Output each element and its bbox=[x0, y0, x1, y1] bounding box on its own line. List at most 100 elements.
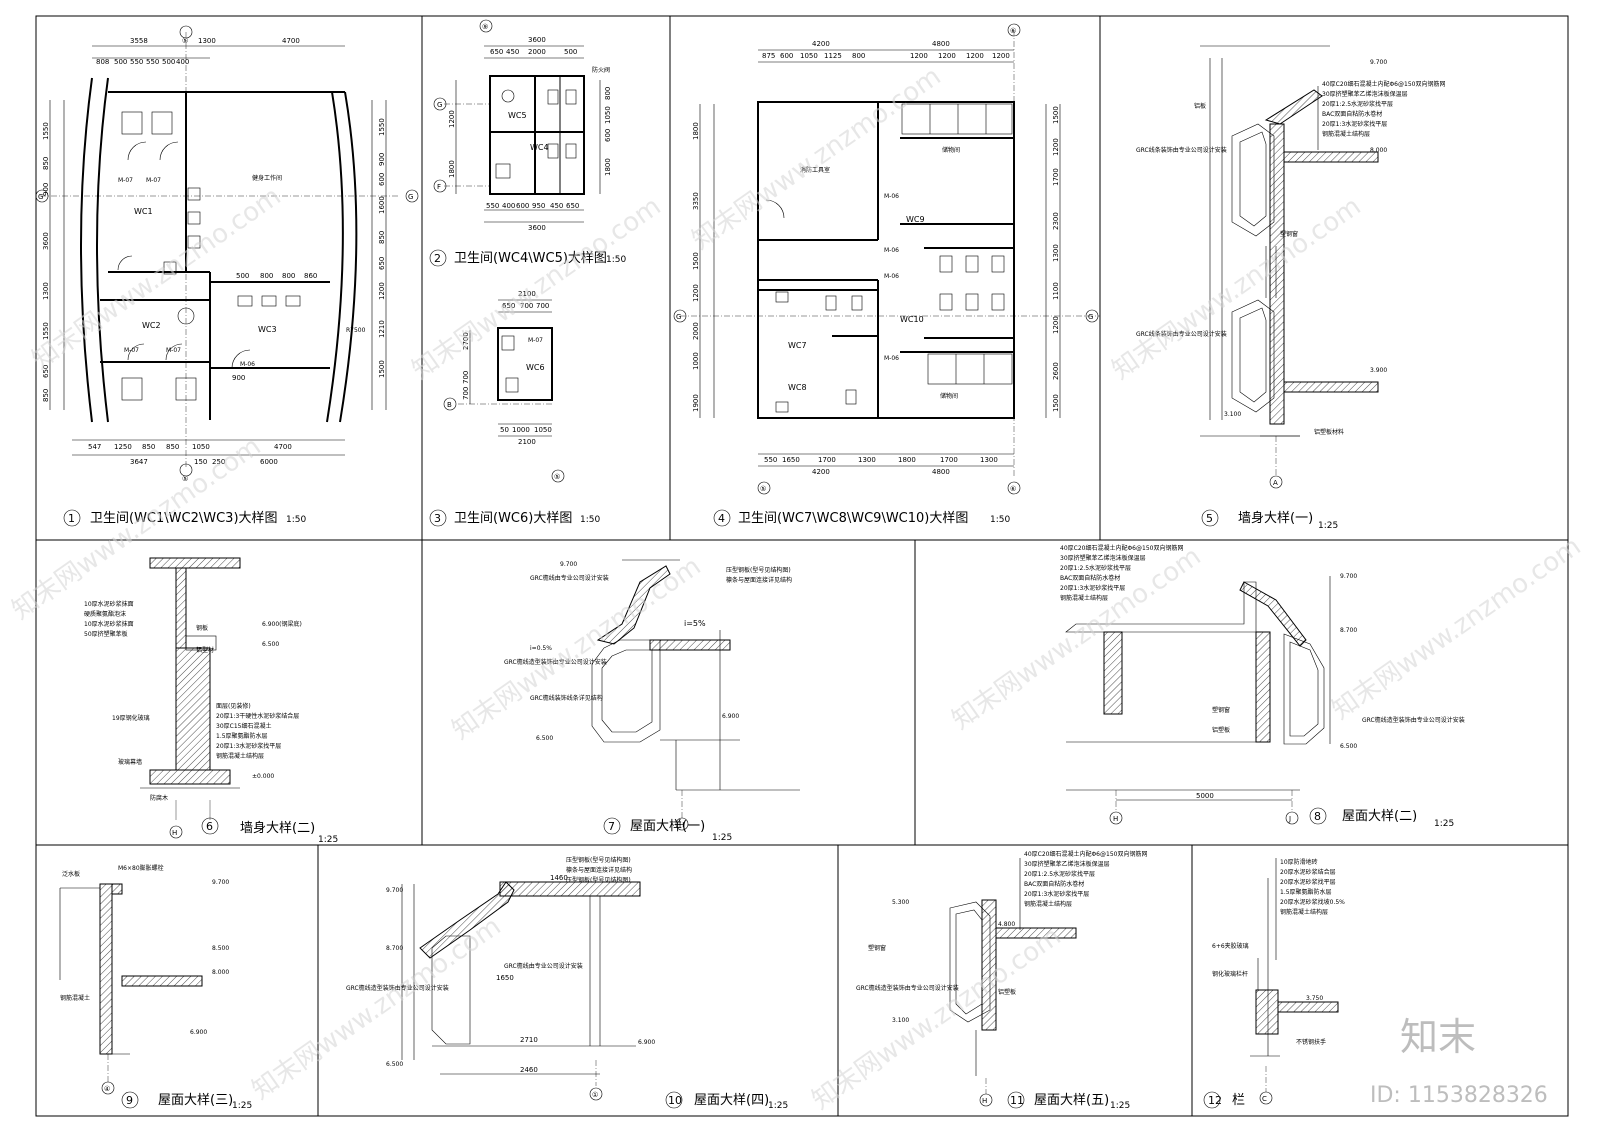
dim-bottom2: 150 bbox=[194, 458, 207, 466]
dim-bottom2: 3600 bbox=[528, 224, 546, 232]
level: 8.500 bbox=[212, 945, 229, 952]
layer-note: 50厚挤塑聚苯板 bbox=[84, 630, 128, 638]
callout: 塑钢窗 bbox=[1280, 230, 1298, 238]
drawing-5-wall-section-1 bbox=[1200, 45, 1379, 527]
axis-g: G bbox=[437, 101, 442, 109]
dim-left: 1300 bbox=[42, 282, 50, 300]
dim-inner: 800 bbox=[260, 272, 273, 280]
door-label: M-07 bbox=[528, 337, 543, 344]
callout: 铝塑板 bbox=[998, 988, 1016, 996]
dim-top2: 500 bbox=[114, 58, 127, 66]
drawing-3-title: 卫生间(WC6)大样图 bbox=[454, 511, 572, 526]
callout: GRC檐线造型装饰由专业公司设计安装 bbox=[856, 984, 959, 992]
axis-1: ① bbox=[592, 1091, 598, 1099]
panel-dividers bbox=[36, 16, 1568, 1116]
callout: 压型钢板(型号见结构图) bbox=[726, 566, 791, 574]
door-label: M-06 bbox=[884, 273, 899, 280]
dim-right: 1050 bbox=[604, 106, 612, 124]
dim: 1460 bbox=[550, 874, 568, 882]
dim-left: 900 bbox=[42, 183, 50, 196]
layer-note: 30厚挤塑聚苯乙烯泡沫板保温层 bbox=[1024, 860, 1110, 868]
drawing-11-labels: 屋面大样(五) 1:25 11 5.300 4.800 3.100 H 40厚C… bbox=[856, 850, 1147, 1111]
axis-5: ⑤ bbox=[554, 473, 560, 481]
drawing-4-scale: 1:50 bbox=[990, 515, 1010, 525]
dim-left: 1800 bbox=[692, 122, 700, 140]
layer-note: 30厚C15细石混凝土 bbox=[216, 722, 271, 730]
callout: 防腐木 bbox=[150, 794, 168, 802]
dim-right: 600 bbox=[378, 173, 386, 186]
room-wc3: WC3 bbox=[258, 325, 277, 334]
drawing-2-scale: 1:50 bbox=[606, 255, 626, 265]
dim-bottom2: 6000 bbox=[260, 458, 278, 466]
level: 3.900 bbox=[1370, 367, 1387, 374]
drawing-10-roof-section-4 bbox=[401, 881, 683, 1109]
callout: 不锈钢扶手 bbox=[1296, 1038, 1326, 1046]
door-label: M-07 bbox=[166, 347, 181, 354]
layer-note: 钢筋混凝土结构层 bbox=[1024, 900, 1072, 908]
watermark-text: 知末网www.znzmo.com bbox=[687, 61, 947, 255]
drawing-12-title: 栏 bbox=[1232, 1093, 1245, 1108]
layer-note: 钢筋混凝土结构层 bbox=[216, 752, 264, 760]
dim-inner: 900 bbox=[232, 374, 245, 382]
layer-note: 30厚挤塑聚苯乙烯泡沫板保温层 bbox=[1322, 90, 1408, 98]
level: 9.700 bbox=[1340, 573, 1357, 580]
drawing-8-scale: 1:25 bbox=[1434, 819, 1454, 829]
door-label: M-07 bbox=[146, 177, 161, 184]
level: 6.900(钢梁底) bbox=[262, 620, 302, 628]
dim-right: 1700 bbox=[1052, 168, 1060, 186]
dim-bottom: 950 bbox=[532, 202, 545, 210]
callout: GRC檐线由专业公司设计安装 bbox=[530, 574, 609, 582]
layer-note: 钢筋混凝土结构层 bbox=[1060, 594, 1108, 602]
dim-top2: 700 bbox=[520, 302, 533, 310]
callout: 铝型材 bbox=[196, 646, 214, 654]
dim-bottom: 550 bbox=[486, 202, 499, 210]
level: 6.500 bbox=[262, 641, 279, 648]
dim-bottom: 1650 bbox=[782, 456, 800, 464]
level: 5.300 bbox=[892, 899, 909, 906]
axis-g-left: G bbox=[676, 313, 681, 321]
drawing-7-labels: 屋面大样(一) 1:25 7 9.700 6.500 6.900 H i=5% … bbox=[504, 561, 792, 843]
callout: 钢板 bbox=[196, 624, 208, 632]
drawing-1-wc1-wc2-wc3 bbox=[35, 25, 419, 527]
dim: 2460 bbox=[520, 1066, 538, 1074]
dim-top2: 1200 bbox=[910, 52, 928, 60]
dim-right: 1200 bbox=[378, 282, 386, 300]
dim-inner: 500 bbox=[236, 272, 249, 280]
drawing-9-scale: 1:25 bbox=[232, 1101, 252, 1111]
watermark-text: 知末网www.znzmo.com bbox=[807, 921, 1067, 1115]
brand-logo: 知末 bbox=[1400, 1015, 1476, 1059]
drawing-8-number: 8 bbox=[1314, 810, 1321, 823]
dim-left: 1000 bbox=[692, 352, 700, 370]
drawing-9-roof-section-3 bbox=[59, 883, 203, 1109]
level: 9.700 bbox=[212, 879, 229, 886]
drawing-11-title: 屋面大样(五) bbox=[1034, 1093, 1109, 1108]
drawing-10-scale: 1:25 bbox=[768, 1101, 788, 1111]
layer-note: 1.5厚聚氨酯防水层 bbox=[1280, 888, 1332, 896]
callout: GRC线条装饰由专业公司设计安装 bbox=[1136, 330, 1227, 338]
level: 6.900 bbox=[638, 1039, 655, 1046]
drawing-10-labels: 屋面大样(四) 1:25 10 9.700 8.700 6.900 6.500 … bbox=[346, 856, 788, 1111]
dim-right: 1210 bbox=[378, 320, 386, 338]
layer-note: 钢筋混凝土结构层 bbox=[1322, 130, 1370, 138]
drawing-11-roof-section-5 bbox=[949, 858, 1077, 1109]
level: 8.700 bbox=[1340, 627, 1357, 634]
dim-top2: 500 bbox=[564, 48, 577, 56]
layer-note: 硬质聚氨酯泡沫 bbox=[84, 610, 126, 618]
drawing-5-labels: 墙身大样(一) 1:25 5 9.700 8.000 3.900 3.100 A… bbox=[1136, 59, 1445, 531]
dim-top2: 1125 bbox=[824, 52, 842, 60]
room-wc1: WC1 bbox=[134, 207, 153, 216]
drawing-4-title: 卫生间(WC7\WC8\WC9\WC10)大样图 bbox=[738, 511, 968, 526]
dim-top: 3600 bbox=[528, 36, 546, 44]
dim-top: 2100 bbox=[518, 290, 536, 298]
dim-top2: 600 bbox=[780, 52, 793, 60]
callout: 压型钢板(型号见结构图) bbox=[566, 876, 631, 884]
callout: GRC线条装饰由专业公司设计安装 bbox=[1136, 146, 1227, 154]
sheet-border bbox=[35, 15, 1569, 1117]
level: 3.100 bbox=[892, 1017, 909, 1024]
dim-bottom: 1700 bbox=[940, 456, 958, 464]
axis-f: F bbox=[437, 183, 441, 191]
dim-right: 850 bbox=[378, 231, 386, 244]
dim-left: 2700 bbox=[462, 332, 470, 350]
callout: 铝塑板 bbox=[1212, 726, 1230, 734]
callout: 玻璃幕墙 bbox=[118, 758, 142, 766]
